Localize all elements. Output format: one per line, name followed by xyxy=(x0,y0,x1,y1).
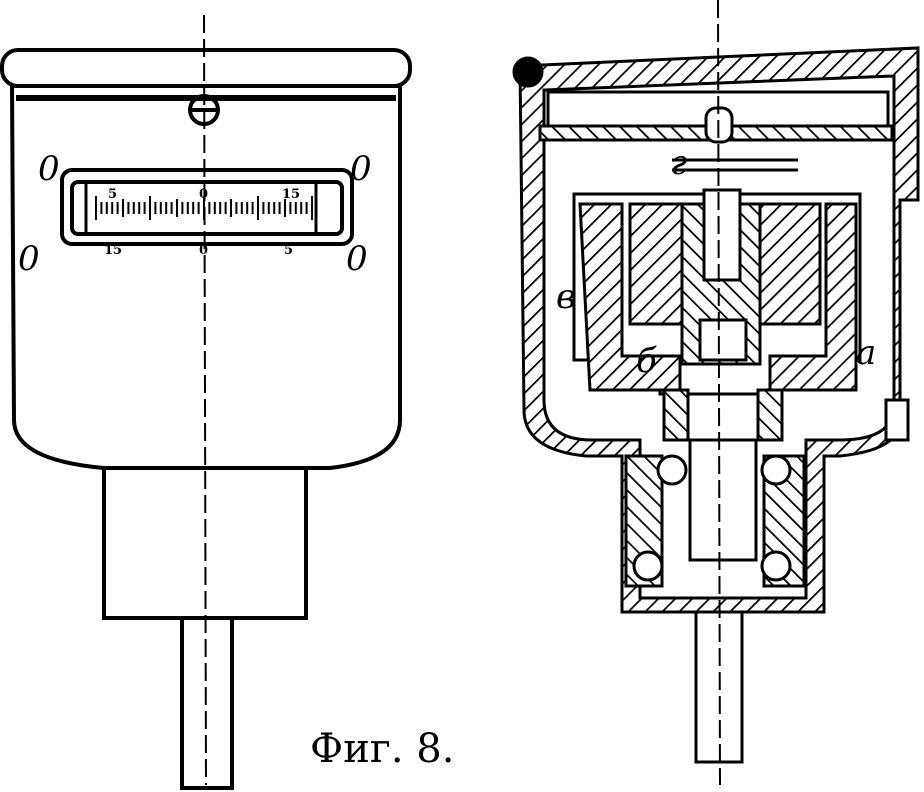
part-label-g: г xyxy=(670,143,687,183)
thread xyxy=(698,318,748,362)
scale-label: 0 xyxy=(199,187,208,202)
scale-label: 0 xyxy=(199,243,208,258)
coil-right xyxy=(758,202,822,326)
housing-body xyxy=(9,84,402,470)
ball-bearing-icon xyxy=(656,454,688,486)
scale-label: 15 xyxy=(104,243,122,258)
screw-mark-br: 0 xyxy=(346,239,368,279)
spindle xyxy=(702,188,742,282)
scale-label: 5 xyxy=(108,187,117,202)
screw-mark-tl: 0 xyxy=(38,149,60,189)
figure-caption: Фиг. 8. xyxy=(310,726,454,772)
part-label-b: б xyxy=(636,341,657,381)
scale-label: 5 xyxy=(284,243,293,258)
coil-left xyxy=(628,202,684,326)
lid-rim xyxy=(0,48,412,88)
part-label-v: в xyxy=(556,277,576,317)
ball-bearing-icon xyxy=(760,454,792,486)
screw-mark-tr: 0 xyxy=(350,149,372,189)
ball-bearing-icon xyxy=(632,550,664,582)
screw-mark-bl: 0 xyxy=(18,239,40,279)
ball-bearing-icon xyxy=(760,550,792,582)
shaft xyxy=(180,616,234,790)
magnet-outer-left xyxy=(578,202,682,392)
section-view xyxy=(512,0,920,786)
part-label-a: а xyxy=(856,333,876,373)
external-view xyxy=(0,14,412,790)
scale-label: 15 xyxy=(282,187,300,202)
scale-window xyxy=(60,168,354,246)
